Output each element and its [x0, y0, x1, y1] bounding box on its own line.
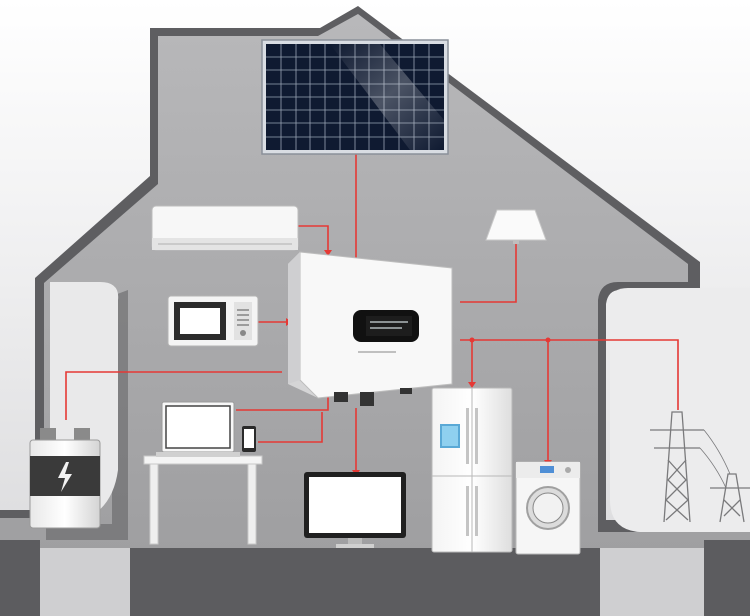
- battery-icon: [29, 428, 101, 529]
- solar-panel-icon: [261, 39, 449, 155]
- microwave-icon: [167, 295, 259, 347]
- wire-lamp: [460, 240, 517, 303]
- washer-icon: [515, 461, 581, 555]
- lamp-icon: [485, 209, 547, 244]
- air-conditioner-icon: [151, 205, 299, 251]
- transmission-tower-icon: [650, 411, 750, 523]
- laptop-icon: [156, 401, 240, 457]
- wire-phone: [258, 412, 323, 443]
- wires: [65, 150, 679, 470]
- wire-battery: [65, 371, 282, 420]
- inverter-icon: [288, 251, 453, 406]
- wire-grid: [460, 339, 679, 410]
- phone-icon: [242, 426, 256, 452]
- wire-ac: [298, 225, 329, 250]
- monitor-icon: [304, 472, 406, 548]
- fridge-icon: [431, 387, 513, 553]
